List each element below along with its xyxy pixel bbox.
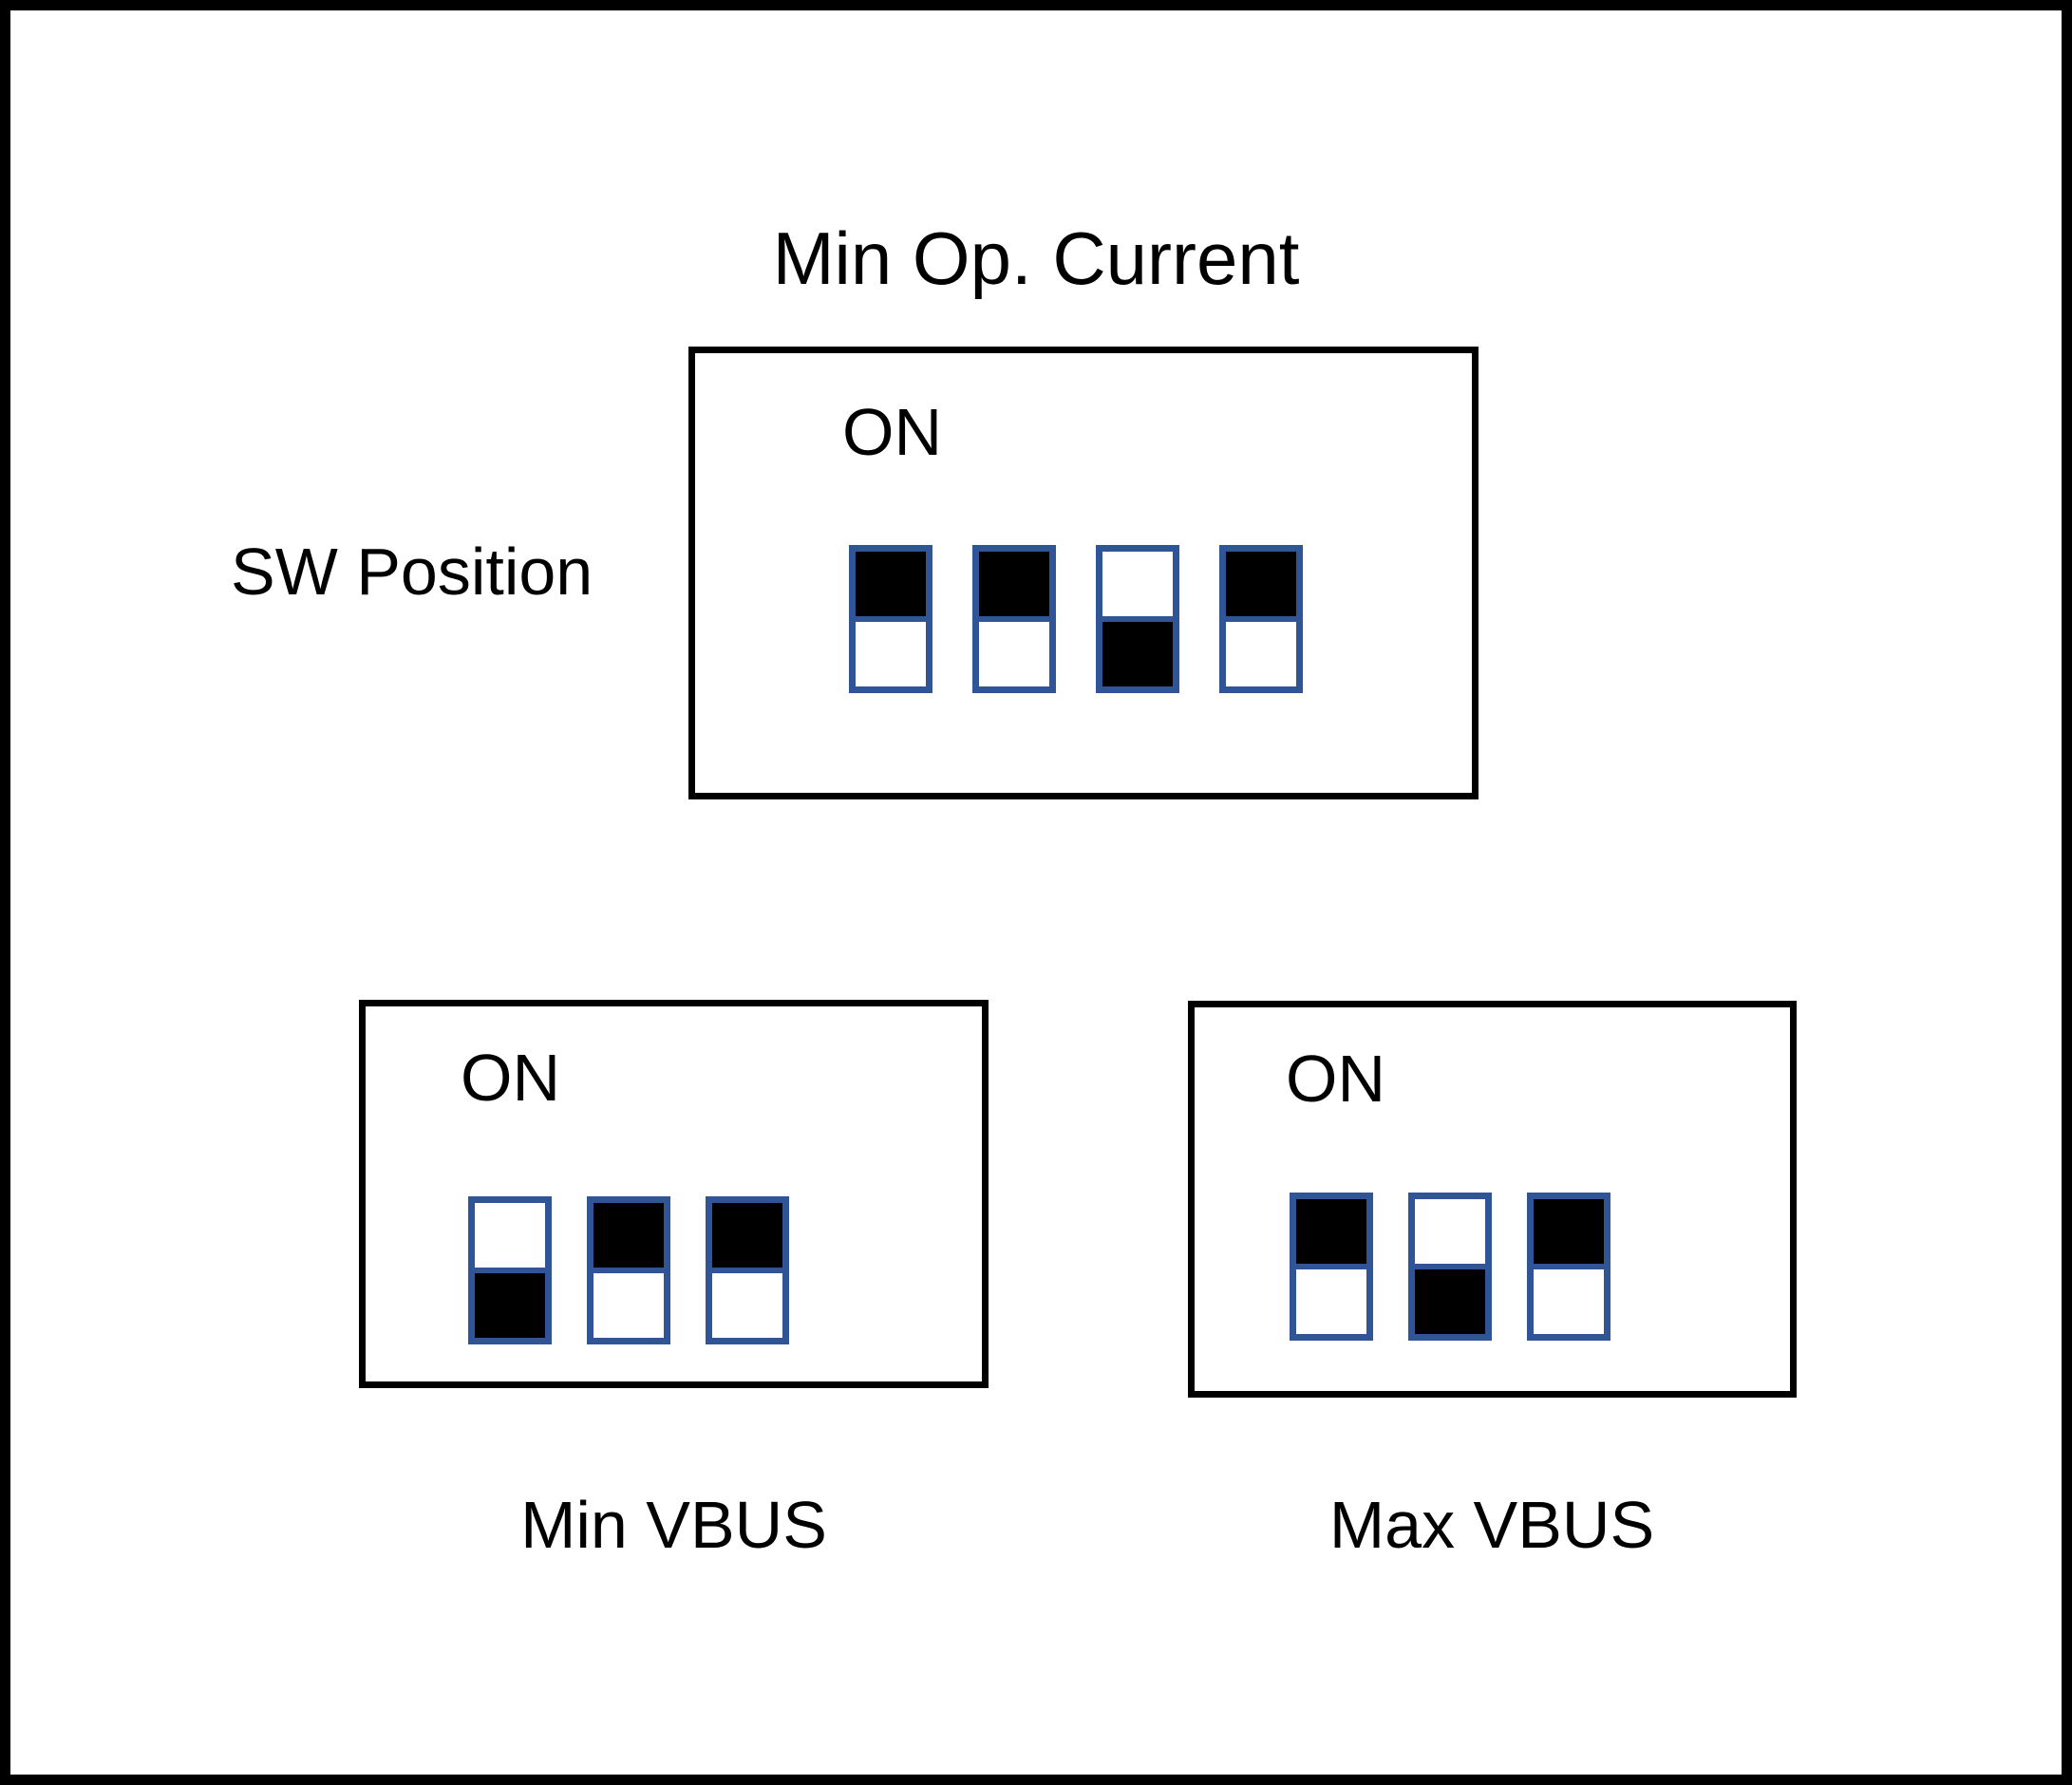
dip-switch-1-top-half — [475, 1203, 545, 1268]
dip-switch-2[interactable] — [972, 545, 1056, 693]
label-sw-position: SW Position — [231, 535, 593, 609]
dip-switch-1[interactable] — [468, 1196, 552, 1344]
dip-switch-3-bottom-half — [1102, 616, 1173, 686]
dip-switch-1-bottom-half — [1296, 1264, 1366, 1334]
on-label: ON — [1286, 1042, 1385, 1116]
caption-min-vbus: Min VBUS — [520, 1488, 827, 1562]
dip-switch-1-top-half — [856, 552, 926, 616]
caption-max-vbus: Max VBUS — [1328, 1488, 1655, 1562]
dip-switch-3-top-half — [1102, 552, 1173, 616]
dip-switch-2-top-half — [979, 552, 1049, 616]
dip-switch-3-bottom-half — [712, 1268, 782, 1338]
dip-switch-3[interactable] — [1096, 545, 1179, 693]
on-label: ON — [461, 1041, 560, 1115]
dip-switch-2[interactable] — [587, 1196, 670, 1344]
switch-panel-min-op-current: ON — [688, 347, 1479, 799]
dip-switch-3-top-half — [712, 1203, 782, 1268]
dip-switch-2-bottom-half — [979, 616, 1049, 686]
dip-switch-2-top-half — [1415, 1199, 1485, 1264]
dip-switch-3-top-half — [1534, 1199, 1604, 1264]
switch-row — [849, 545, 1303, 693]
dip-switch-2-bottom-half — [1415, 1264, 1485, 1334]
dip-switch-2-top-half — [593, 1203, 664, 1268]
switch-row — [1290, 1193, 1611, 1341]
switch-row — [468, 1196, 789, 1344]
dip-switch-1[interactable] — [1290, 1193, 1373, 1341]
dip-switch-4-top-half — [1226, 552, 1296, 616]
dip-switch-4[interactable] — [1219, 545, 1303, 693]
on-label: ON — [842, 395, 942, 469]
dip-switch-3-bottom-half — [1534, 1264, 1604, 1334]
dip-switch-3[interactable] — [1527, 1193, 1611, 1341]
dip-switch-2-bottom-half — [593, 1268, 664, 1338]
title-min-op-current: Min Op. Current — [772, 216, 1300, 300]
dip-switch-2[interactable] — [1408, 1193, 1492, 1341]
switch-panel-min-vbus: ON — [359, 1000, 989, 1388]
dip-switch-1-bottom-half — [475, 1268, 545, 1338]
dip-switch-4-bottom-half — [1226, 616, 1296, 686]
switch-panel-max-vbus: ON — [1188, 1001, 1797, 1398]
dip-switch-1-top-half — [1296, 1199, 1366, 1264]
dip-switch-1-bottom-half — [856, 616, 926, 686]
dip-switch-1[interactable] — [849, 545, 932, 693]
dip-switch-3[interactable] — [706, 1196, 789, 1344]
